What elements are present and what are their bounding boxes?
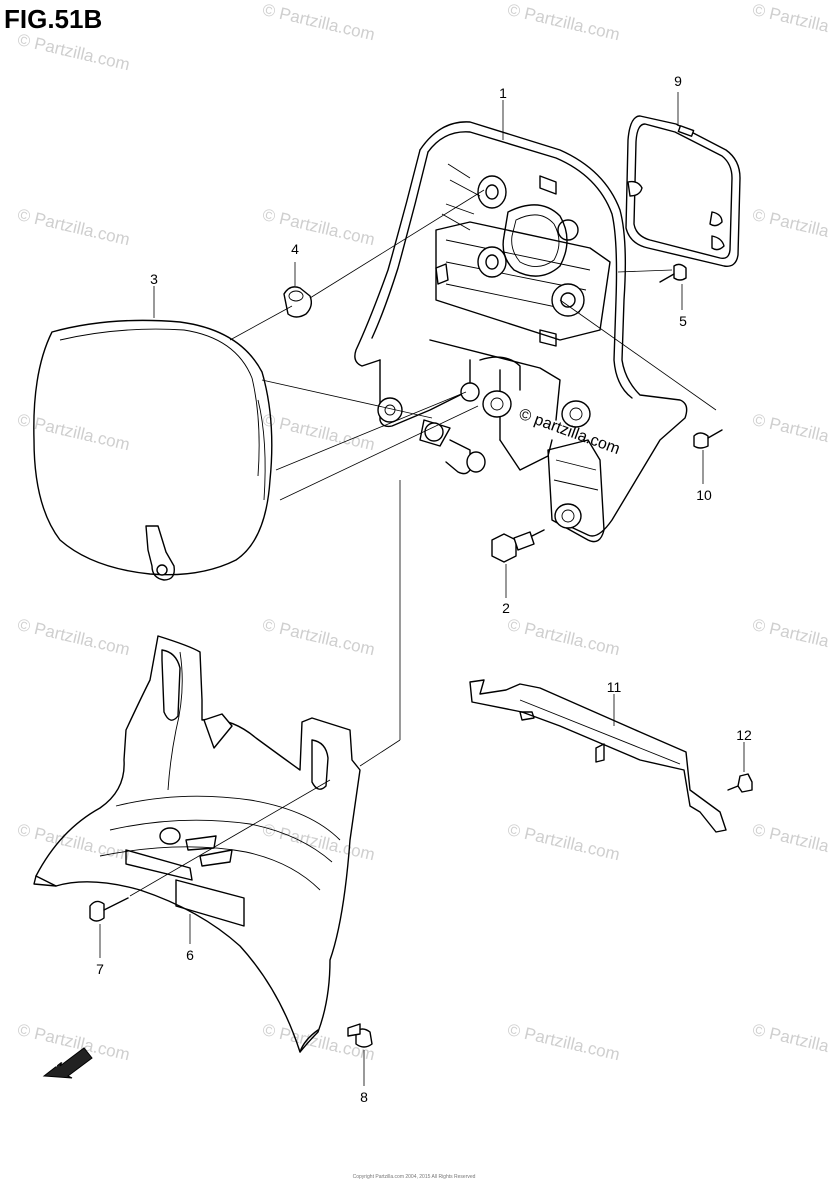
part-5-screw [659, 263, 687, 310]
callout-8: 8 [360, 1089, 368, 1105]
fwd-arrow-icon [42, 1047, 93, 1079]
callout-3: 3 [150, 271, 158, 287]
callout-6: 6 [186, 947, 194, 963]
callout-7: 7 [96, 961, 104, 977]
part-3-backrest-pad [33, 286, 273, 581]
part-12-bolt [727, 742, 753, 793]
part-7-screw [89, 897, 129, 958]
part-4-grommet [283, 262, 313, 318]
figure-title: FIG.51B [4, 4, 103, 34]
callout-12: 12 [736, 727, 752, 743]
part-1-bracket [354, 100, 688, 543]
callout-9: 9 [674, 73, 682, 89]
callout-2: 2 [502, 600, 510, 616]
callout-10: 10 [696, 487, 712, 503]
part-11-stay [469, 679, 727, 833]
part-10-screw [693, 429, 723, 484]
callout-4: 4 [291, 241, 299, 257]
callout-11: 11 [606, 679, 622, 695]
copyright-footer: Copyright Partzilla.com 2004, 2015 All R… [352, 1174, 476, 1180]
part-8-rivet [347, 1023, 373, 1086]
callout-5: 5 [679, 313, 687, 329]
part-9-trim-frame [625, 92, 741, 267]
part-6-lower-cover [33, 635, 361, 1053]
callout-1: 1 [499, 85, 507, 101]
assembly-leader-lines [129, 189, 717, 897]
part-2-bolt [491, 529, 545, 598]
